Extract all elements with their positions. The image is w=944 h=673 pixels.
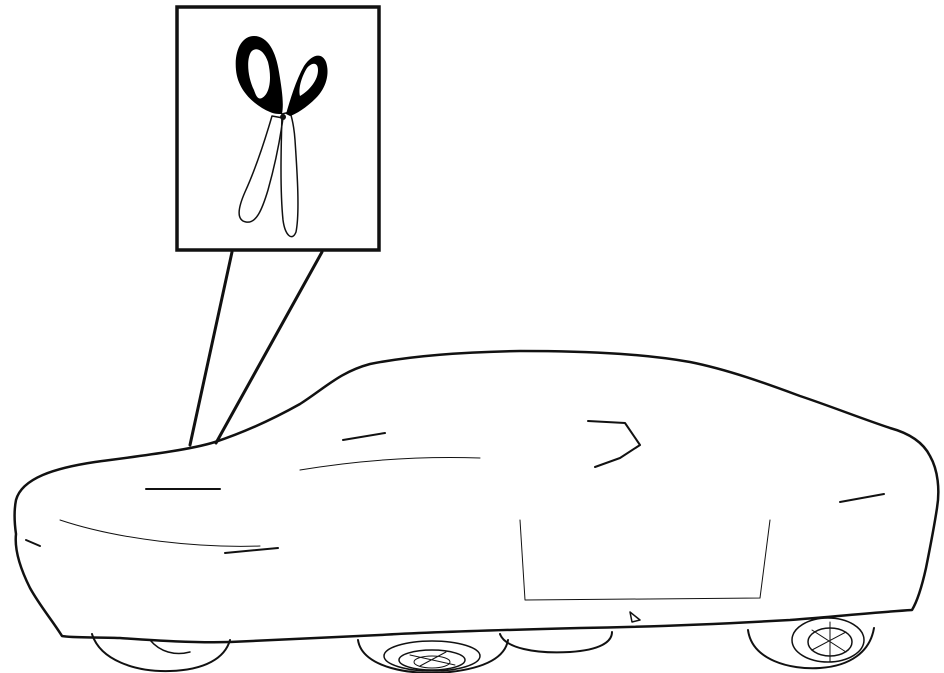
- front-wheel: [747, 617, 875, 670]
- car-cover-body: [13, 349, 940, 644]
- front-inner-wheel: [499, 631, 613, 654]
- callout-box: [175, 5, 381, 252]
- callout-leader-lines: [188, 250, 324, 447]
- middle-wheel: [357, 639, 509, 673]
- scissors-icon: [235, 36, 328, 238]
- cover-fold-1: [519, 519, 771, 601]
- cover-seam-marks: [25, 420, 885, 623]
- cover-fold-2: [59, 457, 481, 547]
- rear-wheel: [91, 633, 231, 673]
